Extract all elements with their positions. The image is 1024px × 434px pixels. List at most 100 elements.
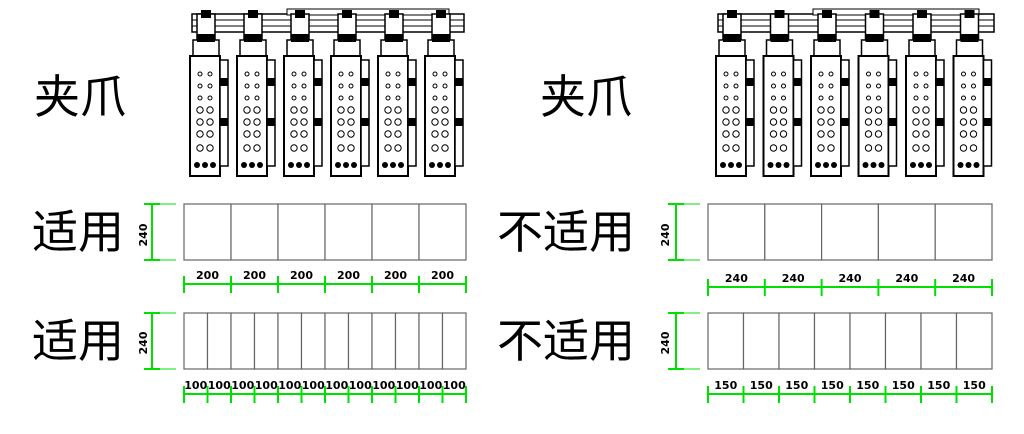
width-dim-label: 240 [895, 272, 918, 285]
gripper-cylinder-cap [818, 34, 836, 42]
gripper-hole [300, 106, 308, 114]
gripper-finger-plate [715, 55, 747, 177]
gripper-hole [304, 162, 310, 168]
gripper-hole [828, 71, 834, 77]
row-label-right-1: 不适用 [497, 205, 635, 259]
width-dim-label: 200 [243, 269, 266, 282]
gripper-hole [969, 144, 978, 152]
gripper-hole [291, 71, 297, 77]
gripper-hole [249, 162, 255, 168]
gripper-hole [395, 71, 401, 77]
gripper-unit [283, 10, 323, 177]
gripper-hole [243, 106, 251, 114]
gripper-hole [206, 130, 214, 138]
width-dim-label: 100 [349, 379, 372, 392]
gripper-clamp-top [822, 10, 832, 18]
gripper-side-block [455, 78, 463, 86]
gripper-hole [783, 162, 790, 168]
width-dim-label: 100 [208, 379, 231, 392]
gripper-hole [243, 130, 251, 138]
gripper-cylinder-cap [291, 34, 309, 42]
gripper-hole [431, 144, 439, 152]
gripper-clamp-top [964, 10, 975, 18]
gripper-hole [913, 83, 919, 89]
gripper-unit [189, 10, 229, 177]
gripper-hole [384, 144, 392, 152]
gripper-hole [720, 162, 726, 168]
gripper-finger-plate [189, 55, 221, 177]
gripper-hole [722, 106, 730, 114]
gripper-hole [196, 130, 204, 138]
gripper-hole [347, 118, 355, 126]
gripper-hole [437, 162, 443, 168]
gripper-hole [831, 162, 837, 168]
gripper-hole [395, 95, 401, 101]
height-dim-label-left-1: 240 [137, 223, 150, 246]
gripper-hole [870, 162, 877, 168]
gripper-hole [922, 144, 930, 152]
gripper-hole [769, 118, 778, 126]
gripper-unit [424, 10, 464, 177]
gripper-hole [965, 162, 972, 168]
gripper-clamp-top [917, 10, 927, 18]
gripper-hole [781, 95, 786, 101]
gripper-hole [767, 162, 774, 168]
gripper-side-bar [313, 59, 323, 167]
gripper-hole [196, 106, 204, 114]
gripper-hole [347, 130, 355, 138]
gripper-label-right: 夹爪 [540, 70, 632, 124]
gripper-unit [905, 10, 945, 177]
gripper-hole [827, 144, 835, 152]
gripper-side-block [267, 118, 275, 126]
gripper-cylinder-cap [770, 34, 789, 42]
width-dim-label: 100 [255, 379, 278, 392]
gripper-hole [385, 95, 391, 101]
row-label-right-2: 不适用 [497, 314, 635, 368]
gripper-hole [910, 162, 916, 168]
gripper-side-bar [219, 59, 229, 167]
gripper-hole [781, 71, 786, 77]
gripper-hole [723, 71, 729, 77]
gripper-hole [441, 106, 449, 114]
gripper-hole [343, 162, 349, 168]
gripper-side-block [455, 118, 463, 126]
gripper-hole [384, 106, 392, 114]
box-cell [849, 312, 887, 370]
gripper-hole [347, 144, 355, 152]
gripper-hole [828, 83, 834, 89]
box-cell [324, 312, 350, 370]
gripper-label-left: 夹爪 [34, 70, 126, 124]
gripper-hole [301, 83, 307, 89]
gripper-hole [384, 118, 392, 126]
gripper-side-block [314, 78, 322, 86]
gripper-hole [815, 162, 821, 168]
gripper-hole [817, 144, 825, 152]
box-cell [371, 312, 397, 370]
width-dim-label: 150 [785, 379, 808, 392]
gripper-cylinder [718, 39, 746, 57]
gripper-side-bar [792, 59, 803, 167]
height-dim-label-right-2: 240 [659, 331, 672, 354]
gripper-side-block [361, 78, 369, 86]
gripper-hole [864, 118, 873, 126]
gripper-hole [874, 118, 883, 126]
gripper-cylinder [955, 39, 984, 57]
width-dim-label: 240 [725, 272, 748, 285]
gripper-hole [300, 144, 308, 152]
gripper-cylinder-cap [913, 34, 931, 42]
gripper-hole [771, 95, 776, 101]
gripper-side-block [220, 118, 228, 126]
gripper-hole [781, 83, 786, 89]
gripper-hole [210, 162, 216, 168]
gripper-hole [957, 162, 964, 168]
gripper-side-bar [266, 59, 276, 167]
gripper-hole [959, 130, 968, 138]
box-cell [778, 312, 816, 370]
gripper-hole [257, 162, 263, 168]
gripper-hole [290, 106, 298, 114]
gripper-finger-plate [377, 55, 409, 177]
gripper-hole [398, 162, 404, 168]
gripper-hole [912, 144, 920, 152]
box-cell [277, 203, 326, 261]
